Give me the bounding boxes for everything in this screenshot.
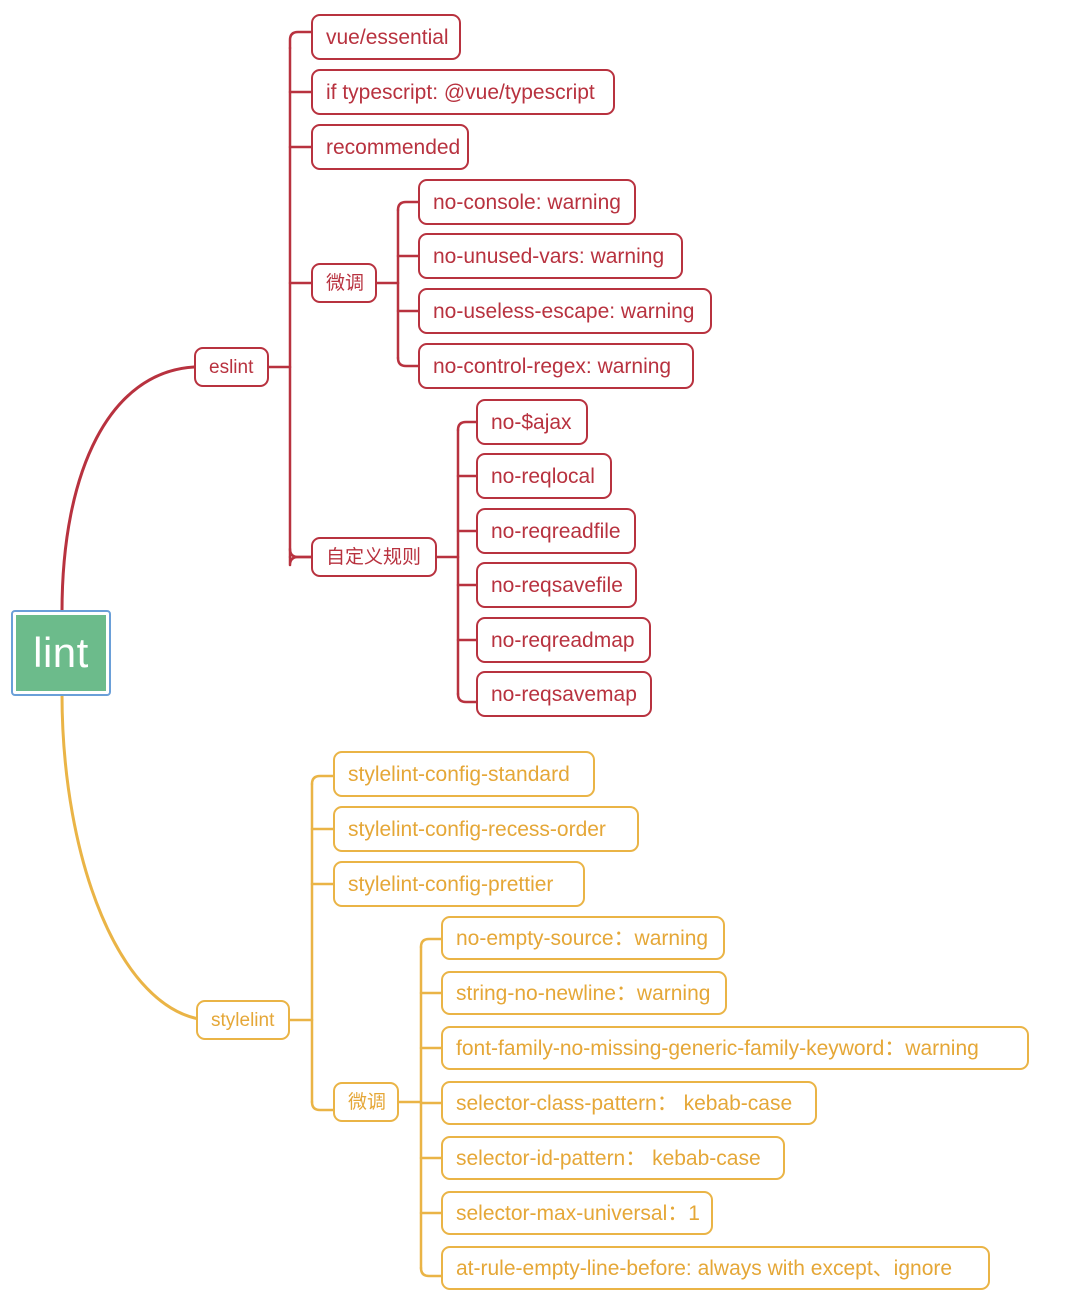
- node-recommended[interactable]: recommended: [311, 124, 469, 170]
- node-recommended-label: recommended: [326, 135, 461, 159]
- node-selector-max-universal[interactable]: selector-max-universal：1: [441, 1191, 713, 1235]
- node-no-reqreadfile-label: no-reqreadfile: [491, 519, 621, 543]
- node-font-family-no-missing-generic-family-keyword-label: font-family-no-missing-generic-family-ke…: [456, 1036, 979, 1060]
- branch-node-stylelint-label: stylelint: [211, 1009, 275, 1031]
- node-no-reqsavefile[interactable]: no-reqsavefile: [476, 562, 637, 608]
- node-no-control-regex-label: no-control-regex: warning: [433, 354, 672, 378]
- stylelint-weitiao-trunk: [397, 937, 443, 1278]
- node-if-typescript[interactable]: if typescript: @vue/typescript: [311, 69, 615, 115]
- node-no-console[interactable]: no-console: warning: [418, 179, 636, 225]
- eslint-weitiao-trunk: [375, 200, 420, 368]
- node-no-control-regex[interactable]: no-control-regex: warning: [418, 343, 694, 389]
- node-no-reqsavefile-label: no-reqsavefile: [491, 573, 623, 597]
- edge-root-to-stylelint: [60, 692, 207, 1022]
- node-stylelint-config-recess-order[interactable]: stylelint-config-recess-order: [333, 806, 639, 852]
- node-selector-id-pattern-label: selector-id-pattern： kebab-case: [456, 1146, 761, 1170]
- node-eslint-weitiao[interactable]: 微调: [311, 263, 377, 303]
- edge-root-to-eslint: [60, 365, 196, 614]
- node-if-typescript-label: if typescript: @vue/typescript: [326, 80, 595, 104]
- node-at-rule-empty-line-before[interactable]: at-rule-empty-line-before: always with e…: [441, 1246, 990, 1290]
- node-no-useless-escape[interactable]: no-useless-escape: warning: [418, 288, 712, 334]
- branch-node-eslint-label: eslint: [209, 356, 254, 378]
- node-stylelint-config-recess-order-label: stylelint-config-recess-order: [348, 817, 606, 841]
- node-font-family-no-missing-generic-family-keyword[interactable]: font-family-no-missing-generic-family-ke…: [441, 1026, 1029, 1070]
- node-string-no-newline[interactable]: string-no-newline：warning: [441, 971, 727, 1015]
- node-selector-max-universal-label: selector-max-universal：1: [456, 1201, 700, 1225]
- node-no-reqsavemap-label: no-reqsavemap: [491, 682, 637, 706]
- node-stylelint-config-prettier-label: stylelint-config-prettier: [348, 872, 554, 896]
- stylelint-trunk: [288, 774, 335, 1112]
- root-node-label: lint: [33, 629, 89, 676]
- node-selector-class-pattern-label: selector-class-pattern： kebab-case: [456, 1091, 793, 1115]
- node-selector-class-pattern[interactable]: selector-class-pattern： kebab-case: [441, 1081, 817, 1125]
- node-no-unused-vars-label: no-unused-vars: warning: [433, 244, 665, 268]
- node-no-reqreadmap-label: no-reqreadmap: [491, 628, 635, 652]
- node-no-reqlocal[interactable]: no-reqlocal: [476, 453, 612, 499]
- node-stylelint-config-prettier[interactable]: stylelint-config-prettier: [333, 861, 585, 907]
- node-stylelint-weitiao[interactable]: 微调: [333, 1082, 399, 1122]
- node-no-reqreadfile[interactable]: no-reqreadfile: [476, 508, 636, 554]
- node-no-empty-source[interactable]: no-empty-source：warning: [441, 916, 725, 960]
- node-no-unused-vars[interactable]: no-unused-vars: warning: [418, 233, 683, 279]
- node-string-no-newline-label: string-no-newline：warning: [456, 981, 711, 1005]
- branch-node-eslint[interactable]: eslint: [194, 347, 269, 387]
- node-no-reqreadmap[interactable]: no-reqreadmap: [476, 617, 651, 663]
- node-stylelint-weitiao-label: 微调: [348, 1091, 387, 1113]
- node-eslint-custom-rules-label: 自定义规则: [326, 546, 422, 568]
- node-vue-essential[interactable]: vue/essential: [311, 14, 461, 60]
- node-no-console-label: no-console: warning: [433, 190, 621, 214]
- eslint-trunk: [267, 30, 313, 567]
- node-stylelint-config-standard[interactable]: stylelint-config-standard: [333, 751, 595, 797]
- node-vue-essential-label: vue/essential: [326, 25, 449, 49]
- node-no-empty-source-label: no-empty-source：warning: [456, 926, 709, 950]
- node-no-reqsavemap[interactable]: no-reqsavemap: [476, 671, 652, 717]
- node-selector-id-pattern[interactable]: selector-id-pattern： kebab-case: [441, 1136, 785, 1180]
- node-eslint-weitiao-label: 微调: [326, 272, 365, 294]
- node-at-rule-empty-line-before-label: at-rule-empty-line-before: always with e…: [456, 1256, 953, 1280]
- node-stylelint-config-standard-label: stylelint-config-standard: [348, 762, 570, 786]
- node-no-ajax[interactable]: no-$ajax: [476, 399, 588, 445]
- branch-node-stylelint[interactable]: stylelint: [196, 1000, 290, 1040]
- node-no-reqlocal-label: no-reqlocal: [491, 464, 595, 488]
- node-no-ajax-label: no-$ajax: [491, 410, 572, 434]
- root-node-lint[interactable]: lint: [11, 610, 111, 696]
- node-eslint-custom-rules[interactable]: 自定义规则: [311, 537, 437, 577]
- node-no-useless-escape-label: no-useless-escape: warning: [433, 299, 695, 323]
- eslint-custom-rules-trunk: [435, 420, 480, 704]
